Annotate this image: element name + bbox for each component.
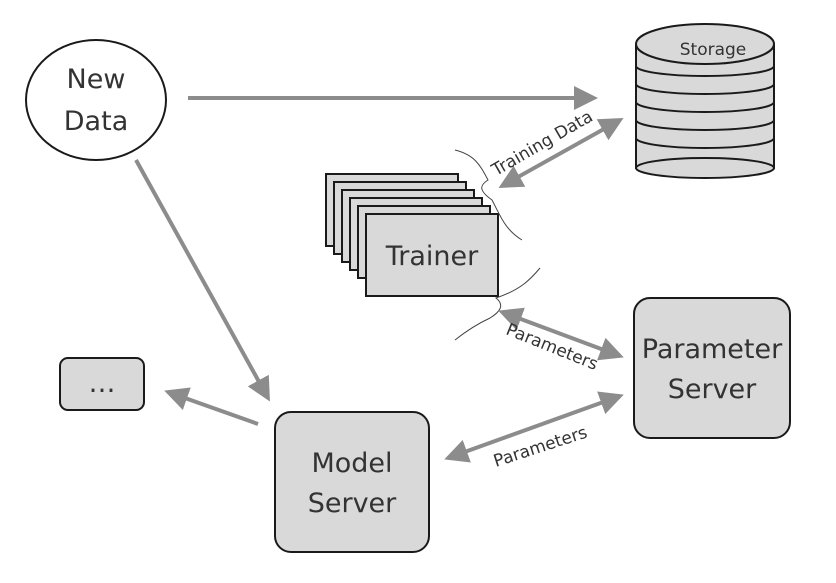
training-data-brace [454, 149, 523, 241]
other-box [59, 357, 145, 411]
trainer-parameter-server-arrow [498, 307, 624, 361]
trainer-front-card [365, 213, 499, 297]
model-server-label-line2: Server [308, 488, 397, 519]
storage-node: Storage [635, 23, 775, 179]
new-data-to-model-server-arrow [134, 159, 270, 402]
model-server-node: Model Server [274, 411, 430, 553]
new-data-label-line2: Data [64, 106, 128, 137]
model-server-to-other-arrow [164, 387, 259, 426]
other-node: … [59, 357, 145, 411]
other-label: … [89, 368, 116, 399]
trainer-parameters-edge-label: Parameters [503, 320, 601, 375]
model-server-box [274, 411, 430, 553]
new-data-node: New Data [25, 39, 167, 161]
new-data-label-line1: New [67, 64, 126, 95]
parameter-server-label-line1: Parameter [642, 334, 783, 365]
parameter-server-box [633, 297, 791, 439]
new-data-ellipse [25, 39, 167, 161]
trainer-label: Trainer [385, 241, 479, 272]
parameter-server-label-line2: Server [668, 374, 757, 405]
trainer-storage-training-data-arrow [498, 118, 624, 188]
model-server-parameter-server-arrow [444, 391, 624, 463]
parameter-server-node: Parameter Server [633, 297, 791, 439]
storage-label: Storage [680, 40, 747, 60]
model-server-parameters-edge-label: Parameters [491, 423, 590, 472]
storage-database-icon [635, 23, 775, 179]
model-server-label-line1: Model [311, 448, 392, 479]
trainer-node: Trainer [325, 173, 499, 297]
